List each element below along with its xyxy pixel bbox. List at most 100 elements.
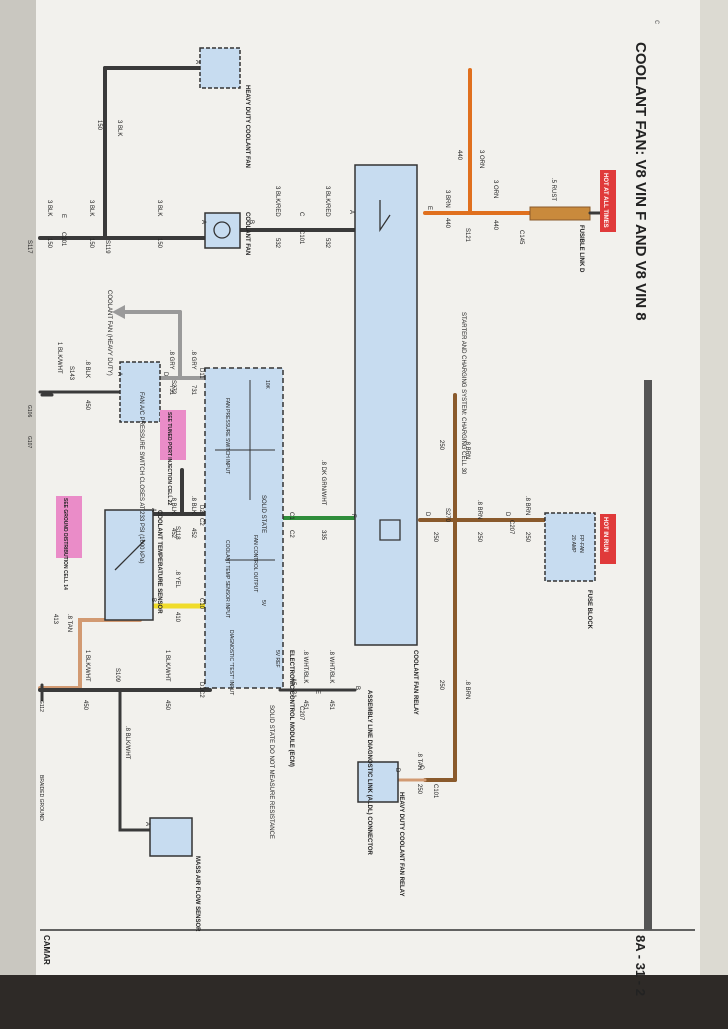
wire-label-250-e: 250	[438, 680, 444, 691]
arrow-hd-fan	[112, 305, 125, 319]
fusible-link-body	[529, 206, 591, 221]
wire-label-rust: .5 RUST	[550, 178, 556, 201]
relay-contacts-icon	[379, 200, 401, 541]
see-injection-label: SEE TUNED PORT INJECTION CELL 22	[166, 412, 172, 505]
ground-g107: G107	[26, 436, 32, 448]
diagnostic-input-label: DIAGNOSTIC "TEST" INPUT	[228, 630, 234, 695]
wire-label-orn-a: 3 ORN	[478, 150, 484, 168]
ecm-box	[204, 367, 284, 689]
pin-d-hd-relay: D	[394, 768, 400, 773]
wire-label-450-a: 450	[84, 400, 90, 411]
labels: COOLANT FAN: V8 VIN F AND V8 VIN 88A - 3…	[26, 20, 662, 996]
hd-coolant-fan-arrow-label: COOLANT FAN (HEAVY DUTY)	[106, 290, 112, 376]
page-gutter	[0, 0, 36, 975]
connector-s118: S118	[174, 526, 180, 540]
wire-label-blk-b: 3 BLK	[156, 200, 162, 216]
wire-label-blk8-a: .8 BLK	[170, 496, 176, 514]
maf-sensor-label: MASS AIR FLOW SENSOR	[194, 856, 200, 932]
wire-label-yel: .8 YEL	[174, 570, 180, 589]
fusible-link-label: FUSIBLE LINK D	[578, 225, 584, 273]
braided-ground-label: BRAIDED GROUND	[38, 775, 44, 821]
pin-b-aldl: B	[354, 686, 360, 690]
wire-label-452-b: 452	[190, 528, 196, 539]
wire-label-413: 413	[52, 614, 58, 625]
wire-label-blkwht-c: 1 BLK/WHT	[84, 650, 90, 682]
fan-control-output-label: FAN CONTROL OUTPUT	[252, 535, 258, 592]
coolant-fan-relay-box	[354, 164, 418, 646]
pin-d-relay: D	[424, 512, 430, 517]
hot-at-all-times-badge	[600, 170, 616, 232]
wire-label-452-a: 452	[170, 528, 176, 539]
wire-label-whtblk-a: .8 WHT/BLK	[328, 650, 334, 683]
see-ground-label: SEE GROUND DISTRIBUTION CELL 14	[62, 498, 68, 590]
pin-b-fan: B	[248, 220, 254, 224]
hd-fan-relay-box	[357, 761, 399, 803]
ecm-internal-lines	[215, 380, 275, 561]
pin-d2: D2	[198, 505, 204, 513]
connector-s117: S117	[26, 240, 32, 254]
five-v-label: 5V	[260, 600, 266, 607]
pin-b-sensor: B	[150, 598, 156, 602]
wire-label-blkwht-a: 1 BLK/WHT	[56, 342, 62, 374]
wire-label-gry-b: .8 GRY	[168, 350, 174, 370]
wire-label-dkgrn: .8 DK GRN/WHT	[320, 460, 326, 506]
wire-label-blkred-b: 3 BLK/RED	[274, 186, 280, 217]
wire-label-532-a: 532	[324, 238, 330, 249]
pin-a-maf: A	[144, 822, 150, 826]
wire-label-410: 410	[174, 612, 180, 623]
wire-label-blkwht-b: 1 BLK/WHT	[164, 650, 170, 682]
connector-s109: S109	[114, 668, 120, 683]
hot-at-all-times-label: HOT AT ALL TIMES	[602, 173, 608, 228]
hot-in-run-label: HOT IN RUN	[602, 517, 608, 552]
fuse-rating-label: 20 AMP	[570, 535, 576, 553]
connector-s143: S143	[68, 366, 74, 381]
wire-label-335: 335	[320, 530, 326, 541]
connector-s270: S270	[444, 508, 450, 523]
wire-label-250-b: 250	[524, 532, 530, 543]
pin-c1-b: C1	[290, 690, 296, 698]
coolant-fan-label: COOLANT FAN	[244, 212, 250, 255]
pin-d1: D1	[198, 682, 204, 690]
wire-label-450-c: 450	[82, 700, 88, 711]
wire-label-brn-a: .8 BRN	[464, 440, 470, 459]
wire-blkwht-maf	[118, 688, 152, 832]
connector-c145: C145	[518, 230, 524, 245]
coolant-fan-box	[204, 212, 241, 249]
page-number: 8A - 31 - 2	[633, 935, 648, 996]
pin-c1: C1	[288, 512, 294, 520]
wire-label-440-b: 440	[492, 220, 498, 231]
sensor-variable-icon	[114, 539, 146, 571]
ten-k-label: 10K	[264, 380, 270, 390]
wire-label-brn-b: .8 BRN	[524, 496, 530, 515]
hd-fan-relay-label: HEAVY DUTY COOLANT FAN RELAY	[398, 792, 404, 896]
wire-label-532-b: 532	[274, 238, 280, 249]
pin-c2-b: C2	[198, 690, 204, 698]
see-injection-note	[160, 410, 186, 460]
pin-f-relay: F	[350, 514, 356, 518]
pin-a-hd-fan: A	[194, 60, 200, 64]
pin-c2-c: C2	[198, 518, 204, 526]
footer-left: CAMAR	[42, 935, 51, 965]
coolant-temp-input-label: COOLANT TEMP SENSOR INPUT	[224, 540, 230, 618]
wire-label-orn-b: 3 ORN	[492, 180, 498, 198]
connector-s121: S121	[464, 228, 470, 243]
page-edge	[700, 0, 728, 975]
see-ground-note	[56, 496, 82, 558]
connector-s119: S119	[104, 240, 110, 254]
fan-ac-pressure-switch-box	[119, 361, 161, 423]
wire-label-150-a: 150	[96, 120, 102, 131]
wire-label-150-b: 150	[156, 238, 162, 249]
connector-c207: C207	[508, 520, 514, 535]
wire-label-blk8-c: .8 BLK	[84, 360, 90, 378]
pin-d11: D11	[198, 368, 204, 379]
wire-label-451-a: 451	[328, 700, 334, 711]
starter-ref-label: STARTER AND CHARGING SYSTEM: CHARGING CE…	[460, 312, 466, 475]
corner-mark: c	[653, 20, 662, 24]
connector-c101-c: C101	[432, 784, 438, 799]
wire-label-250-f: 250	[416, 784, 422, 795]
ecm-note-label: SOLID STATE DO NOT MEASURE RESISTANCE	[268, 705, 274, 839]
ground-g112: G112	[38, 700, 44, 712]
wire-label-731-b: 731	[168, 385, 174, 396]
coolant-fan-relay-label: COOLANT FAN RELAY	[412, 650, 418, 715]
